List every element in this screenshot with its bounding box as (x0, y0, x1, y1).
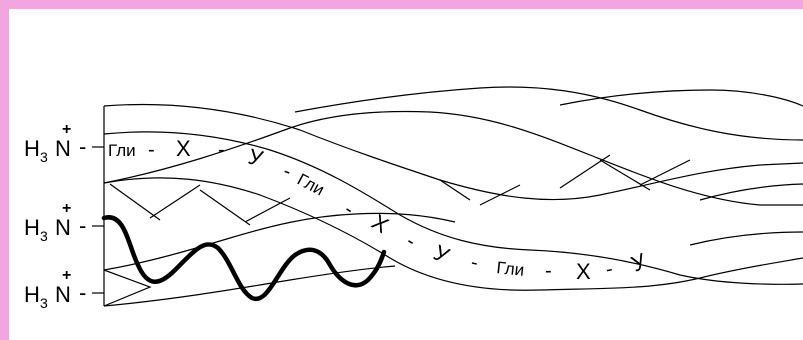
cross-hatch-8 (439, 179, 471, 201)
seq-x-1: X (176, 136, 191, 161)
cross-hatch-6 (599, 159, 651, 191)
h-symbol: H (24, 136, 40, 161)
n-terminus-label-3: H 3 N + - (24, 267, 86, 311)
bond-dash: - (79, 213, 86, 238)
n-terminus-ticks (92, 106, 105, 306)
h-symbol: H (24, 282, 40, 307)
ribbon-main-top (103, 131, 803, 285)
n-symbol: N (55, 282, 71, 307)
h-subscript: 3 (40, 149, 48, 165)
strand-right-lower (689, 231, 803, 246)
strand-b-edge (103, 212, 456, 271)
ribbon-main-bottom (103, 177, 803, 291)
seq-x-3: X (576, 259, 591, 284)
seq-dash-2: - (218, 139, 225, 161)
charge-sign: + (62, 121, 71, 138)
seq-gly-1: Гли (108, 141, 136, 160)
seq-dash-1: - (148, 139, 155, 161)
strand-a-bottom-edge (103, 110, 803, 206)
lower-triangle-left (103, 269, 152, 307)
charge-sign: + (62, 200, 71, 217)
h-symbol: H (24, 215, 40, 240)
cross-hatch-4 (244, 197, 291, 223)
n-terminus-label-2: H 3 N + - (24, 200, 86, 244)
seq-dash-7: - (545, 260, 552, 282)
cross-hatch-1 (109, 183, 161, 221)
charge-sign: + (62, 267, 71, 284)
strand-c-edge (103, 265, 396, 307)
seq-gly-3: Гли (496, 258, 526, 280)
bond-dash: - (79, 134, 86, 159)
h-subscript: 3 (40, 228, 48, 244)
cross-hatch-7 (639, 159, 691, 186)
cross-hatch-2 (149, 184, 201, 219)
cross-hatch-3 (199, 189, 251, 226)
seq-dash-8: - (604, 258, 614, 281)
strand-right-middle (699, 183, 803, 201)
strand-upper-right-a (294, 86, 803, 141)
n-terminus-label-1: H 3 N + - (24, 121, 86, 165)
random-coil-chain (101, 215, 387, 302)
h-subscript: 3 (40, 295, 48, 311)
diagram-canvas (9, 9, 803, 340)
n-symbol: N (55, 215, 71, 240)
seq-dash-6: - (469, 251, 480, 274)
bond-dash: - (79, 280, 86, 305)
cross-hatch-9 (479, 184, 521, 206)
strand-upper-right-b (559, 89, 803, 107)
strand-a-top-edge (103, 103, 803, 201)
n-symbol: N (55, 136, 71, 161)
helix-strands (103, 86, 803, 307)
